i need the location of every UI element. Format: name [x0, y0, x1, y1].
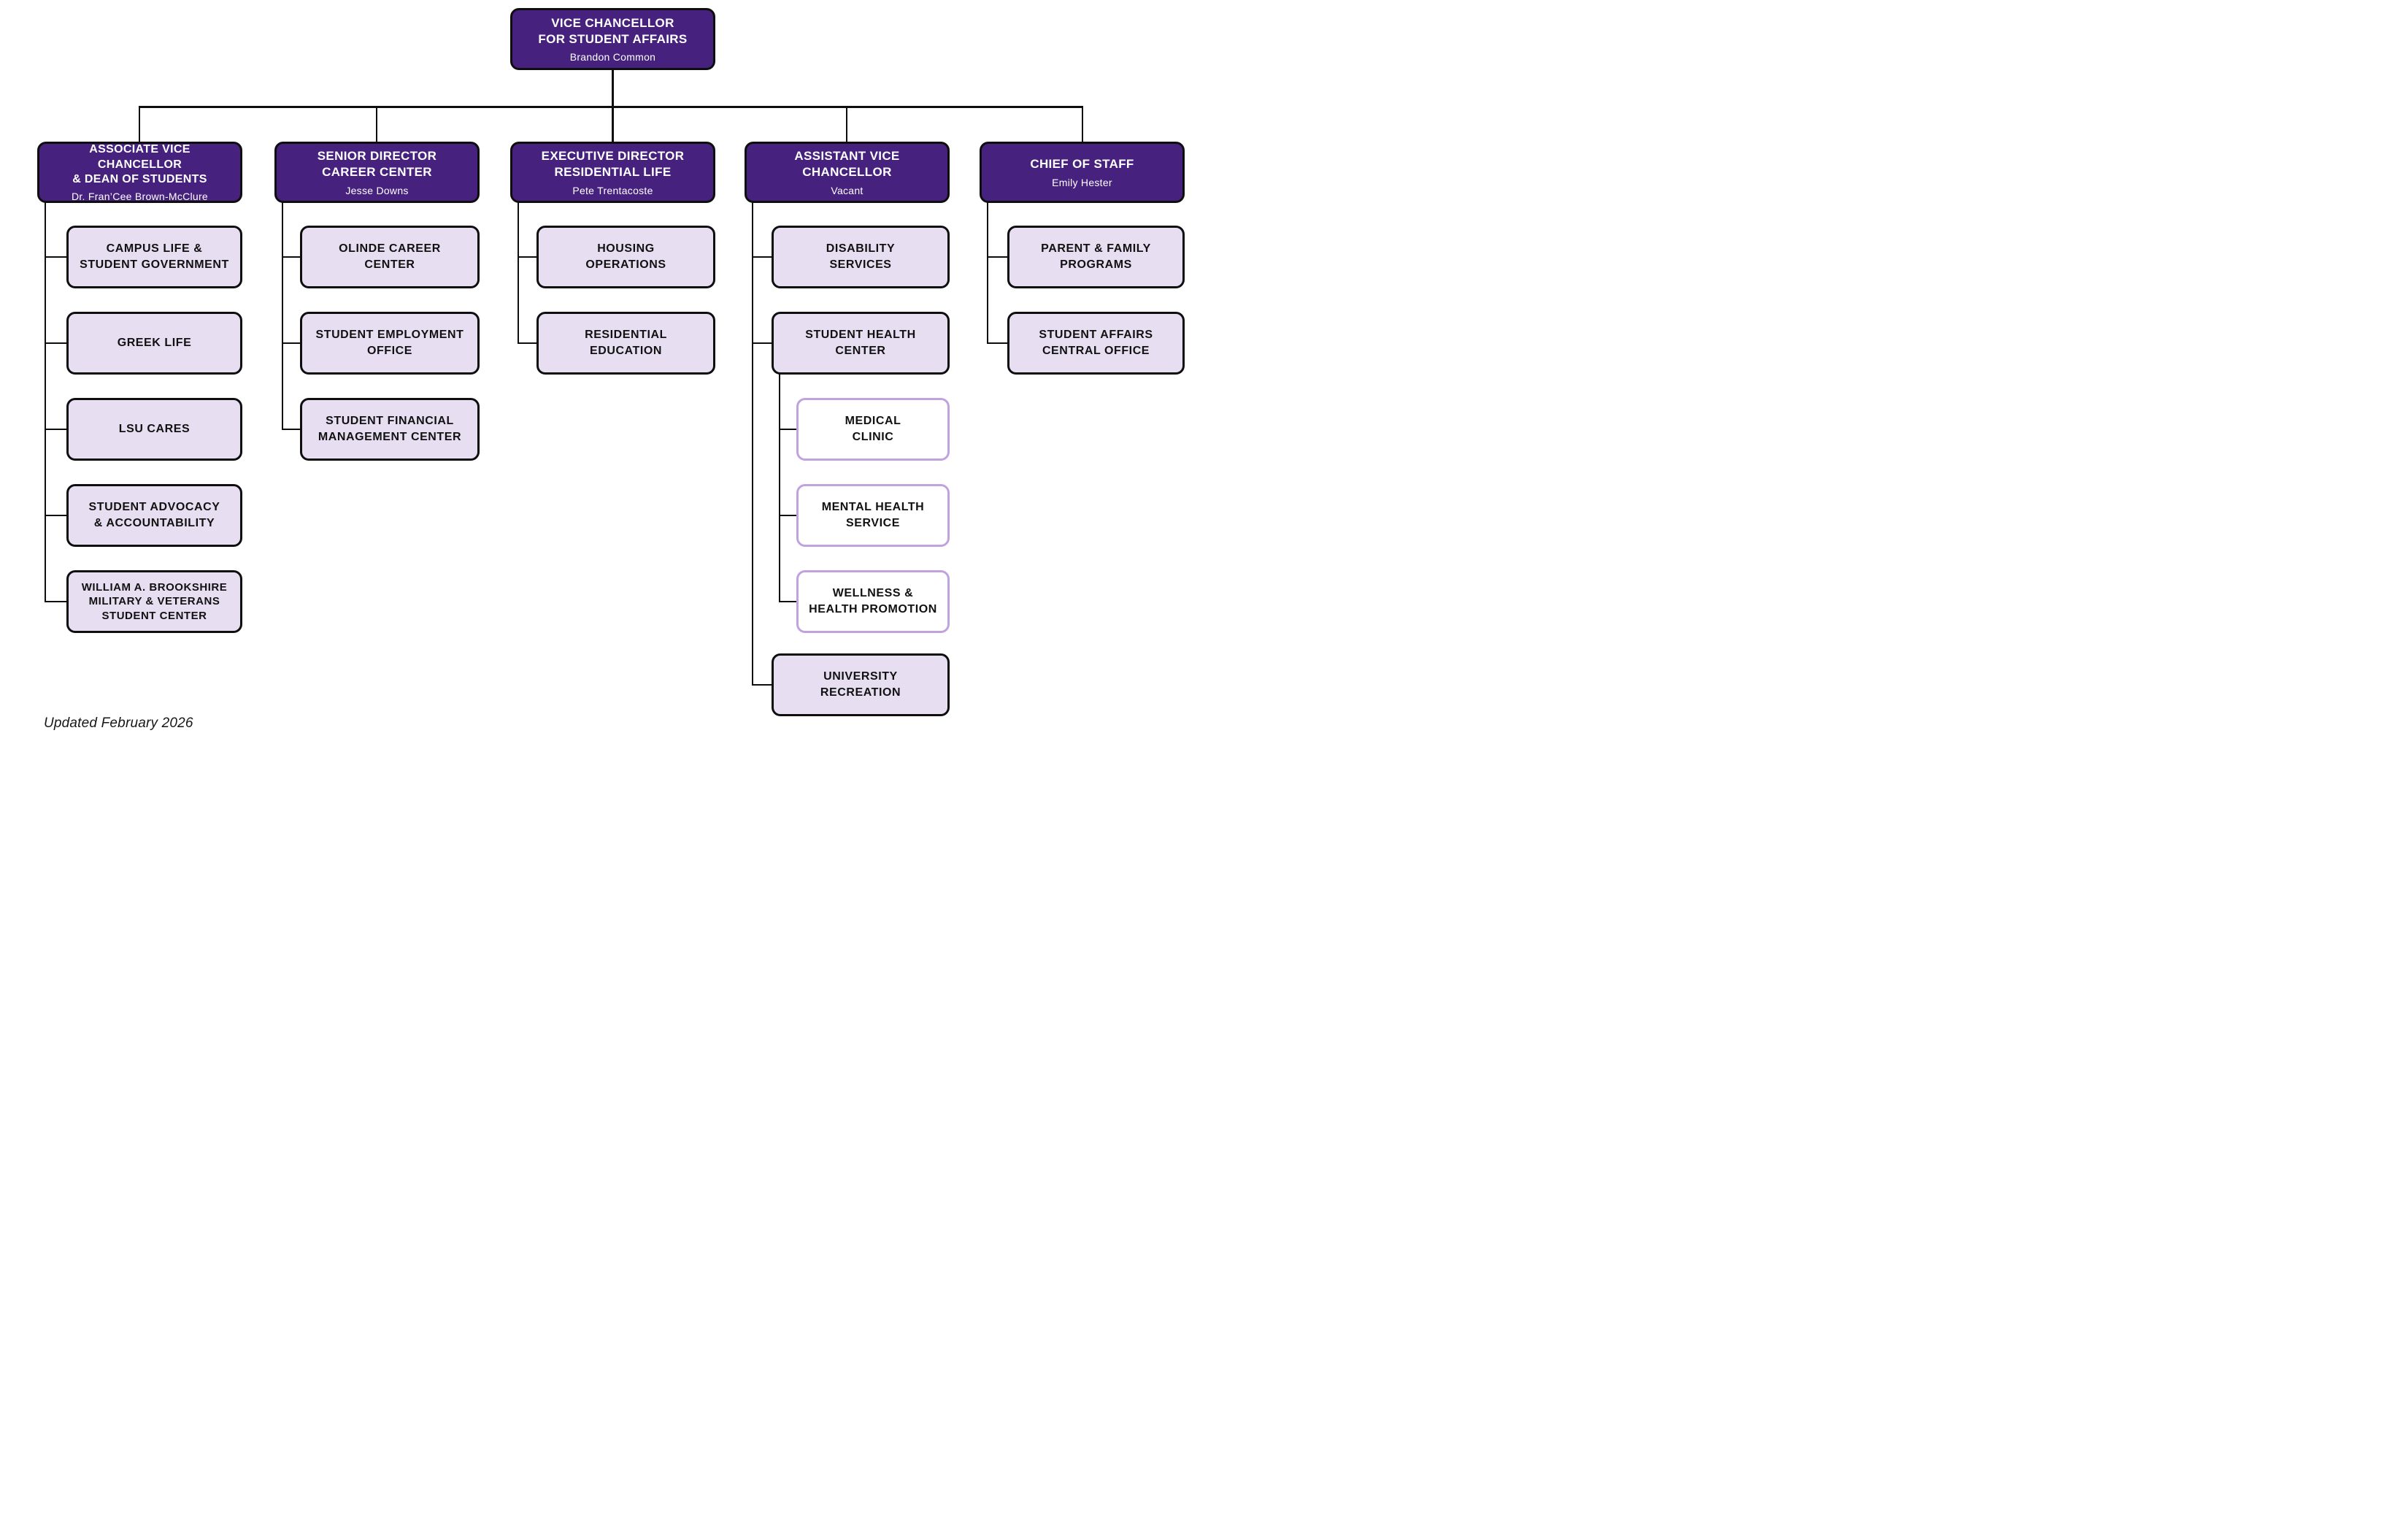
unit-label: HOUSING OPERATIONS	[585, 242, 666, 271]
unit-label: STUDENT ADVOCACY & ACCOUNTABILITY	[88, 501, 220, 529]
connector-segment	[518, 342, 536, 344]
connector-segment	[987, 342, 1007, 344]
org-node-university-recreation: UNIVERSITY RECREATION	[772, 653, 950, 716]
node-title: VICE CHANCELLOR FOR STUDENT AFFAIRS	[538, 15, 688, 46]
node-person: Brandon Common	[569, 51, 656, 64]
unit-label: DISABILITY SERVICES	[826, 242, 896, 271]
unit-label: STUDENT FINANCIAL MANAGEMENT CENTER	[318, 415, 462, 443]
unit-label: MENTAL HEALTH SERVICE	[821, 501, 925, 529]
unit-label: LSU CARES	[118, 423, 191, 436]
unit-label: CAMPUS LIFE & STUDENT GOVERNMENT	[80, 242, 229, 271]
connector-segment	[779, 601, 796, 602]
connector-segment	[282, 429, 300, 430]
unit-label: WELLNESS & HEALTH PROMOTION	[809, 587, 937, 615]
node-person: Emily Hester	[1052, 176, 1112, 188]
org-node-career-center: SENIOR DIRECTOR CAREER CENTER Jesse Down…	[274, 142, 480, 203]
connector-segment	[139, 107, 140, 142]
node-person: Vacant	[831, 184, 863, 196]
org-node-dean-of-students: ASSOCIATE VICE CHANCELLOR & DEAN OF STUD…	[37, 142, 242, 203]
unit-label: GREEK LIFE	[117, 337, 192, 350]
connector-segment	[846, 107, 847, 142]
node-title: EXECUTIVE DIRECTOR RESIDENTIAL LIFE	[541, 149, 685, 179]
org-node-student-health-center: STUDENT HEALTH CENTER	[772, 312, 950, 375]
connector-segment	[987, 256, 1007, 258]
unit-label: WILLIAM A. BROOKSHIRE MILITARY & VETERAN…	[81, 580, 228, 622]
connector-segment	[45, 515, 66, 516]
connector-segment	[282, 202, 283, 430]
connector-segment	[752, 684, 772, 686]
unit-label: OLINDE CAREER CENTER	[339, 242, 441, 271]
node-title: ASSISTANT VICE CHANCELLOR	[794, 149, 900, 179]
org-node-student-affairs-central-office: STUDENT AFFAIRS CENTRAL OFFICE	[1007, 312, 1185, 375]
connector-segment	[987, 202, 988, 344]
connector-segment	[779, 515, 796, 516]
org-node-mental-health-service: MENTAL HEALTH SERVICE	[796, 484, 950, 547]
org-node-residential-life: EXECUTIVE DIRECTOR RESIDENTIAL LIFE Pete…	[510, 142, 715, 203]
connector-segment	[752, 256, 772, 258]
org-node-student-employment-office: STUDENT EMPLOYMENT OFFICE	[300, 312, 480, 375]
unit-label: RESIDENTIAL EDUCATION	[585, 329, 667, 357]
org-node-chief-of-staff: CHIEF OF STAFF Emily Hester	[980, 142, 1185, 203]
connector-segment	[1082, 107, 1083, 142]
org-node-disability-services: DISABILITY SERVICES	[772, 226, 950, 288]
connector-segment	[282, 342, 300, 344]
node-person: Jesse Downs	[345, 184, 409, 196]
unit-label: STUDENT HEALTH CENTER	[805, 329, 916, 357]
updated-note: Updated February 2026	[44, 716, 193, 731]
connector-segment	[45, 342, 66, 344]
org-node-residential-education: RESIDENTIAL EDUCATION	[536, 312, 715, 375]
connector-segment	[376, 107, 377, 142]
connector-segment	[518, 202, 519, 344]
connector-segment	[45, 601, 66, 602]
org-node-assistant-vice-chancellor: ASSISTANT VICE CHANCELLOR Vacant	[745, 142, 950, 203]
node-title: CHIEF OF STAFF	[1030, 157, 1134, 172]
connector-segment	[752, 202, 753, 686]
org-node-military-veterans-student-center: WILLIAM A. BROOKSHIRE MILITARY & VETERAN…	[66, 570, 242, 633]
org-node-vice-chancellor-for-student-affairs: VICE CHANCELLOR FOR STUDENT AFFAIRS Bran…	[510, 8, 715, 70]
org-node-olinde-career-center: OLINDE CAREER CENTER	[300, 226, 480, 288]
node-title: SENIOR DIRECTOR CAREER CENTER	[317, 149, 437, 179]
connector-segment	[779, 373, 780, 602]
node-title: ASSOCIATE VICE CHANCELLOR & DEAN OF STUD…	[72, 143, 207, 186]
unit-label: UNIVERSITY RECREATION	[820, 670, 901, 699]
connector-segment	[45, 256, 66, 258]
org-node-campus-life-student-government: CAMPUS LIFE & STUDENT GOVERNMENT	[66, 226, 242, 288]
unit-label: STUDENT AFFAIRS CENTRAL OFFICE	[1039, 329, 1153, 357]
org-chart: VICE CHANCELLOR FOR STUDENT AFFAIRS Bran…	[0, 0, 1204, 762]
org-node-medical-clinic: MEDICAL CLINIC	[796, 398, 950, 461]
connector-segment	[779, 429, 796, 430]
node-person: Pete Trentacoste	[572, 184, 653, 196]
connector-segment	[518, 256, 536, 258]
connector-segment	[45, 429, 66, 430]
org-node-parent-family-programs: PARENT & FAMILY PROGRAMS	[1007, 226, 1185, 288]
connector-segment	[45, 202, 46, 602]
org-node-greek-life: GREEK LIFE	[66, 312, 242, 375]
org-node-student-advocacy-accountability: STUDENT ADVOCACY & ACCOUNTABILITY	[66, 484, 242, 547]
connector-segment	[752, 342, 772, 344]
org-node-wellness-health-promotion: WELLNESS & HEALTH PROMOTION	[796, 570, 950, 633]
connector-segment	[282, 256, 300, 258]
unit-label: STUDENT EMPLOYMENT OFFICE	[315, 329, 464, 357]
unit-label: MEDICAL CLINIC	[845, 415, 901, 443]
org-node-student-financial-management-center: STUDENT FINANCIAL MANAGEMENT CENTER	[300, 398, 480, 461]
org-node-lsu-cares: LSU CARES	[66, 398, 242, 461]
node-person: Dr. Fran’Cee Brown-McClure	[72, 190, 208, 202]
org-node-housing-operations: HOUSING OPERATIONS	[536, 226, 715, 288]
connector-segment	[139, 106, 1083, 108]
unit-label: PARENT & FAMILY PROGRAMS	[1041, 242, 1151, 271]
